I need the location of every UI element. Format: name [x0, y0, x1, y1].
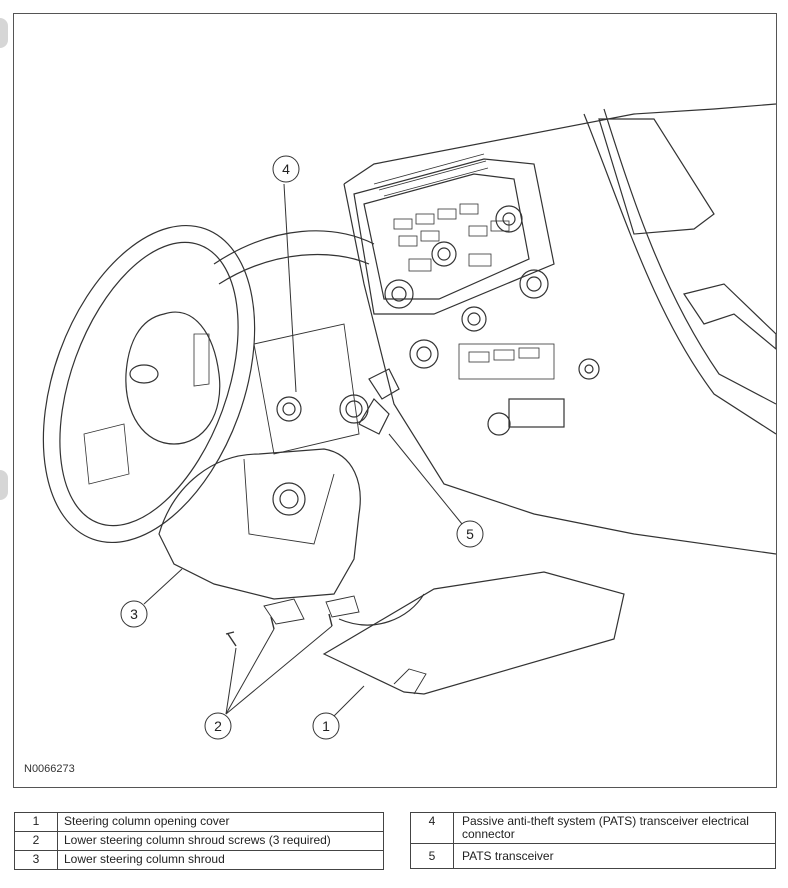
- legend-text: Lower steering column shroud: [57, 850, 384, 870]
- callout-1: 1: [322, 718, 330, 734]
- legend-number: 1: [14, 812, 58, 832]
- legend-table-left: 1 Steering column opening cover 2 Lower …: [14, 812, 384, 870]
- callout-3: 3: [130, 606, 138, 622]
- figure-frame: 4 5 3 2 1 N0066273: [13, 13, 777, 788]
- callout-2: 2: [214, 718, 222, 734]
- legend-number: 3: [14, 850, 58, 870]
- legend-row: 4 Passive anti-theft system (PATS) trans…: [410, 812, 776, 844]
- legend-text: Passive anti-theft system (PATS) transce…: [453, 812, 776, 844]
- legend-table-right: 4 Passive anti-theft system (PATS) trans…: [410, 812, 776, 869]
- callout-5: 5: [466, 526, 474, 542]
- legend-text: Steering column opening cover: [57, 812, 384, 832]
- binding-hole-top: [0, 18, 8, 48]
- legend-number: 5: [410, 843, 454, 869]
- figure-id: N0066273: [24, 763, 75, 775]
- legend-text: PATS transceiver: [453, 843, 776, 869]
- legend-number: 4: [410, 812, 454, 844]
- steering-column-illustration: 4 5 3 2 1: [42, 103, 776, 740]
- legend-row: 1 Steering column opening cover: [14, 812, 384, 832]
- legend-row: 2 Lower steering column shroud screws (3…: [14, 831, 384, 851]
- legend-text: Lower steering column shroud screws (3 r…: [57, 831, 384, 851]
- legend-number: 2: [14, 831, 58, 851]
- callout-4: 4: [282, 161, 290, 177]
- legend-row: 3 Lower steering column shroud: [14, 850, 384, 870]
- legend-row: 5 PATS transceiver: [410, 843, 776, 869]
- binding-hole-middle: [0, 470, 8, 500]
